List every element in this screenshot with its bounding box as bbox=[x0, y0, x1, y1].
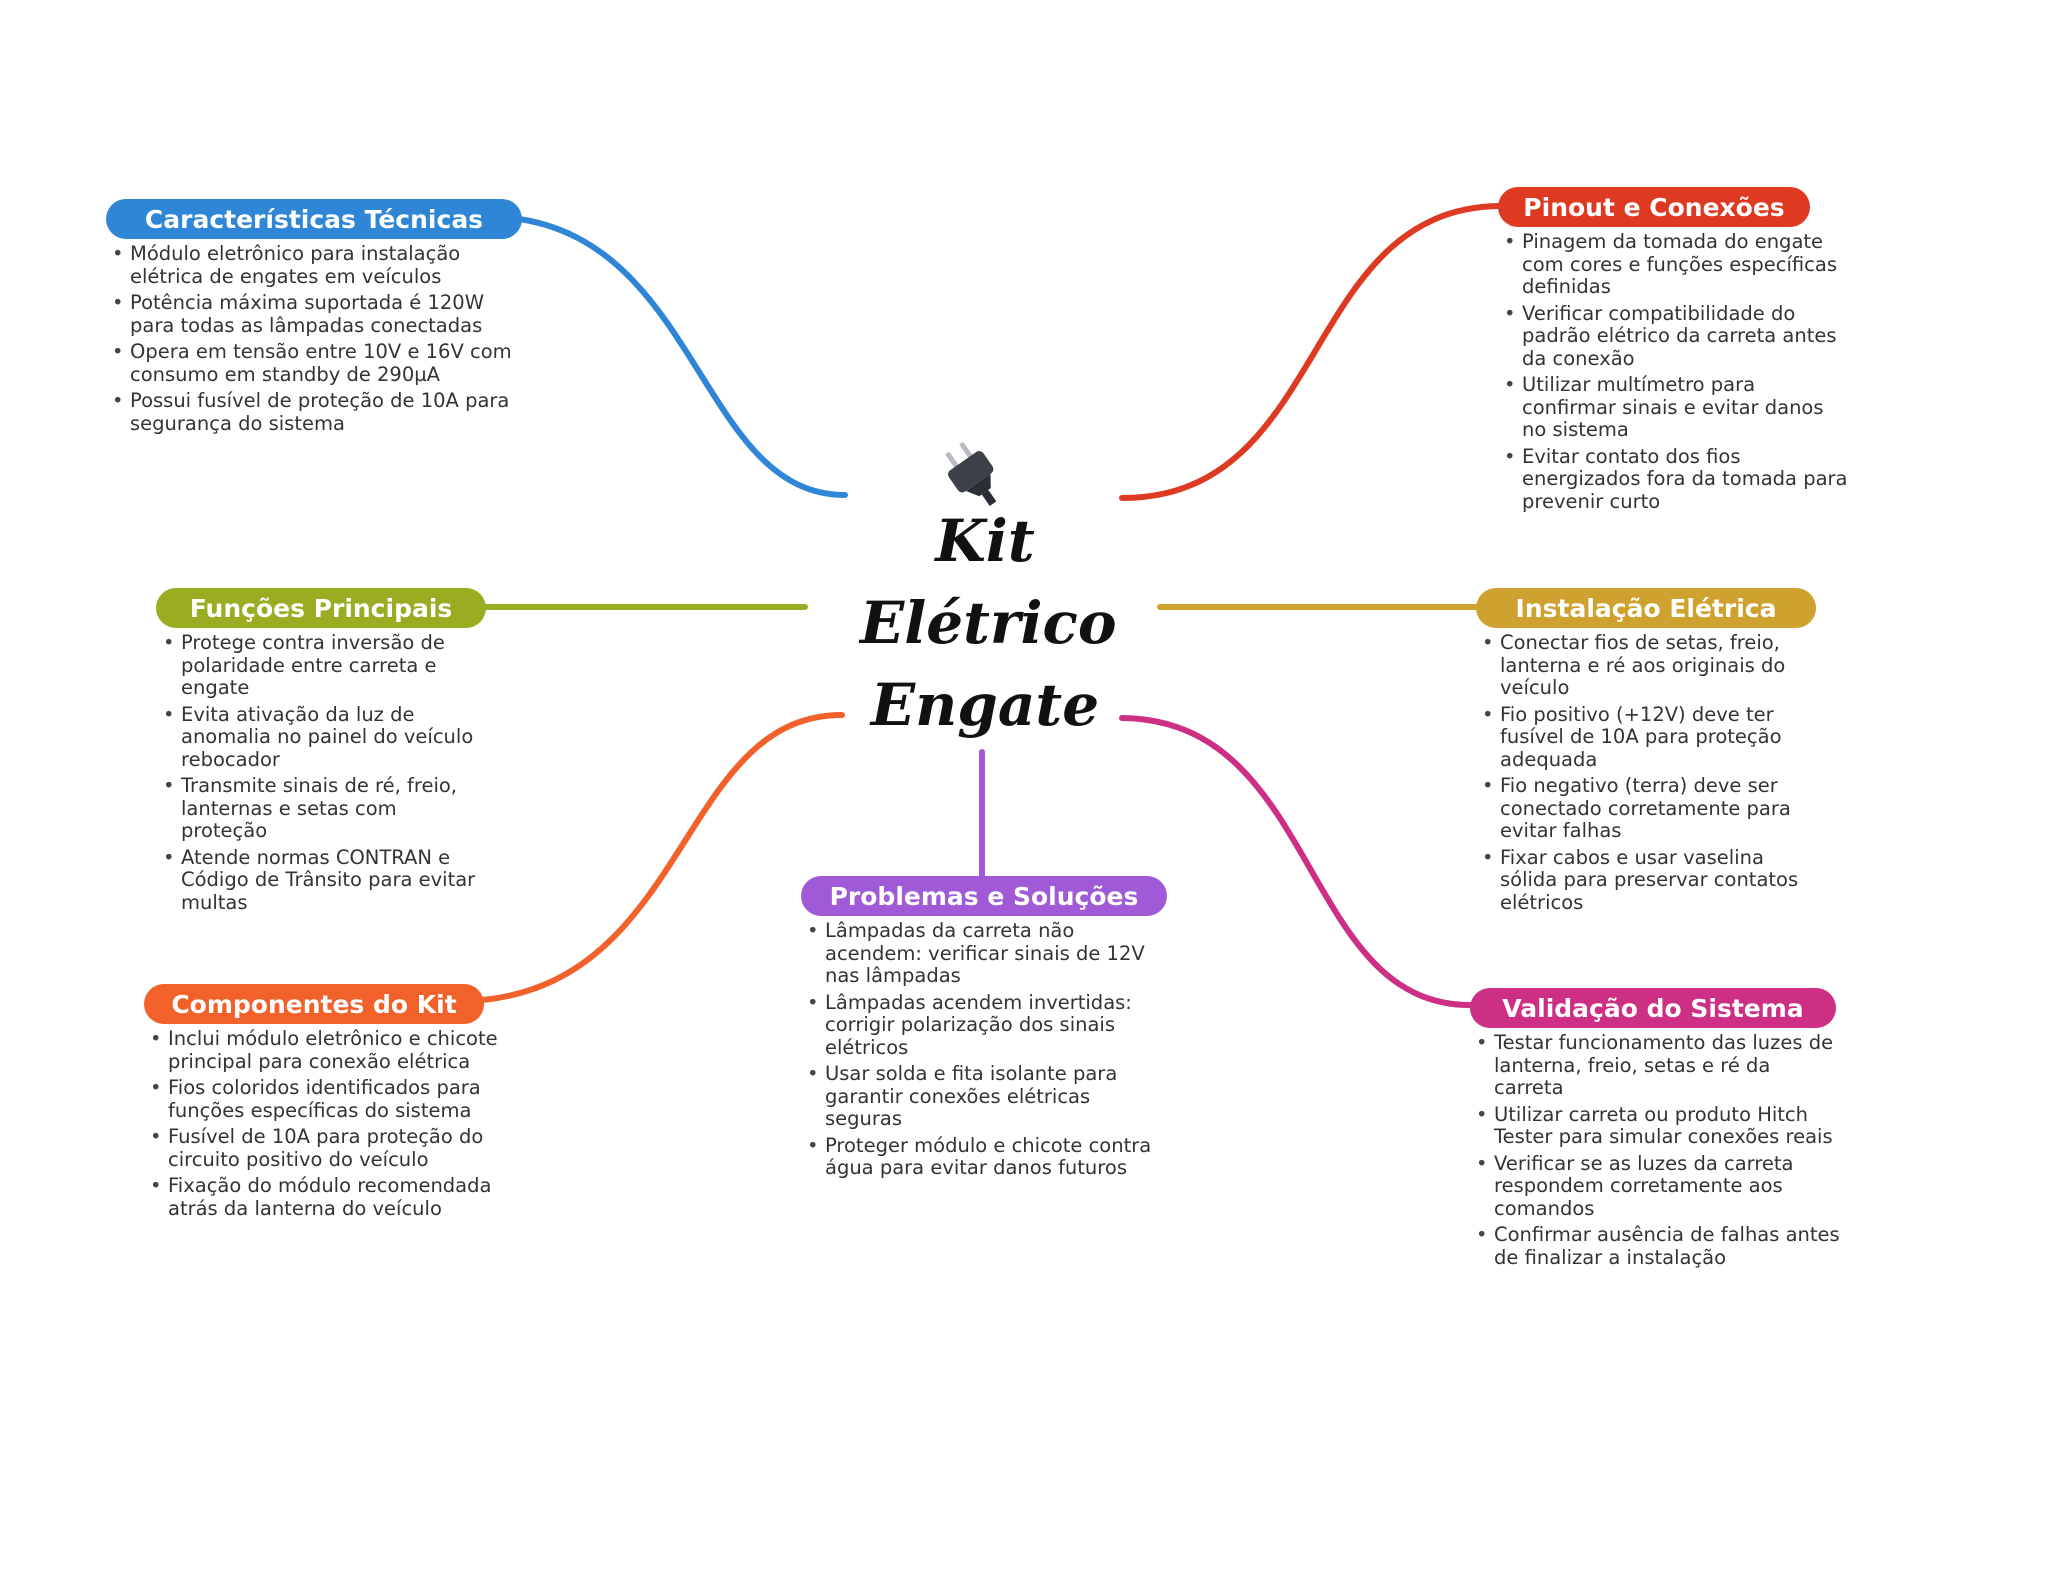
list-item: Fios coloridos identificados para funçõe… bbox=[144, 1076, 514, 1122]
list-item: Confirmar ausência de falhas antes de fi… bbox=[1470, 1223, 1840, 1269]
list-item: Transmite sinais de ré, freio, lanternas… bbox=[157, 774, 477, 843]
list-item: Conectar fios de setas, freio, lanterna … bbox=[1476, 631, 1826, 700]
node-title: Instalação Elétrica bbox=[1515, 593, 1777, 623]
list-item: Fixação do módulo recomendada atrás da l… bbox=[144, 1174, 514, 1220]
node-instalacao-eletrica[interactable]: Instalação Elétrica bbox=[1476, 588, 1816, 628]
list-item: Utilizar multímetro para confirmar sinai… bbox=[1498, 373, 1848, 442]
list-item: Fio negativo (terra) deve ser conectado … bbox=[1476, 774, 1826, 843]
node-pinout-e-conexoes[interactable]: Pinout e Conexões bbox=[1498, 187, 1810, 227]
central-title-line-1: Kit bbox=[935, 507, 1035, 575]
central-title-line-3: Engate bbox=[870, 671, 1100, 739]
list-item: Possui fusível de proteção de 10A para s… bbox=[106, 389, 526, 435]
list-item: Potência máxima suportada é 120W para to… bbox=[106, 291, 526, 337]
list-item: Evitar contato dos fios energizados fora… bbox=[1498, 445, 1848, 514]
list-item: Opera em tensão entre 10V e 16V com cons… bbox=[106, 340, 526, 386]
central-title-line-2: Elétrico bbox=[860, 589, 1117, 657]
connector-caracteristicas bbox=[509, 215, 848, 498]
connector-componentes bbox=[479, 712, 845, 1003]
list-item: Módulo eletrônico para instalação elétri… bbox=[106, 242, 526, 288]
node-componentes-do-kit[interactable]: Componentes do Kit bbox=[144, 984, 484, 1024]
node-funcoes-principais[interactable]: Funções Principais bbox=[156, 588, 486, 628]
node-problemas-e-solucoes[interactable]: Problemas e Soluções bbox=[801, 876, 1167, 916]
central-topic-title: Kit Elétrico Engate bbox=[860, 500, 1117, 746]
list-item: Lâmpadas acendem invertidas: corrigir po… bbox=[801, 991, 1161, 1060]
list-item: Testar funcionamento das luzes de lanter… bbox=[1470, 1031, 1840, 1100]
list-item: Verificar compatibilidade do padrão elét… bbox=[1498, 302, 1848, 371]
list-pinout-e-conexoes: Pinagem da tomada do engate com cores e … bbox=[1498, 230, 1848, 517]
connector-validacao bbox=[1119, 715, 1473, 1008]
list-item: Lâmpadas da carreta não acendem: verific… bbox=[801, 919, 1161, 988]
list-item: Pinagem da tomada do engate com cores e … bbox=[1498, 230, 1848, 299]
list-item: Evita ativação da luz de anomalia no pai… bbox=[157, 703, 477, 772]
connector-pinout bbox=[1119, 203, 1501, 501]
node-title: Componentes do Kit bbox=[171, 989, 457, 1019]
node-title: Problemas e Soluções bbox=[829, 881, 1139, 911]
list-item: Verificar se as luzes da carreta respond… bbox=[1470, 1152, 1840, 1221]
list-componentes-do-kit: Inclui módulo eletrônico e chicote princ… bbox=[144, 1027, 514, 1224]
node-title: Funções Principais bbox=[189, 593, 453, 623]
list-item: Fusível de 10A para proteção do circuito… bbox=[144, 1125, 514, 1171]
list-instalacao-eletrica: Conectar fios de setas, freio, lanterna … bbox=[1476, 631, 1826, 918]
list-item: Inclui módulo eletrônico e chicote princ… bbox=[144, 1027, 514, 1073]
list-item: Utilizar carreta ou produto Hitch Tester… bbox=[1470, 1103, 1840, 1149]
list-item: Fixar cabos e usar vaselina sólida para … bbox=[1476, 846, 1826, 915]
list-item: Atende normas CONTRAN e Código de Trânsi… bbox=[157, 846, 477, 915]
node-validacao-do-sistema[interactable]: Validação do Sistema bbox=[1470, 988, 1836, 1028]
electric-plug-icon bbox=[938, 440, 1008, 510]
list-caracteristicas-tecnicas: Módulo eletrônico para instalação elétri… bbox=[106, 242, 526, 439]
list-item: Fio positivo (+12V) deve ter fusível de … bbox=[1476, 703, 1826, 772]
list-problemas-e-solucoes: Lâmpadas da carreta não acendem: verific… bbox=[801, 919, 1161, 1184]
list-item: Protege contra inversão de polaridade en… bbox=[157, 631, 477, 700]
list-item: Usar solda e fita isolante para garantir… bbox=[801, 1062, 1161, 1131]
list-validacao-do-sistema: Testar funcionamento das luzes de lanter… bbox=[1470, 1031, 1840, 1273]
node-title: Validação do Sistema bbox=[1502, 993, 1804, 1023]
node-title: Pinout e Conexões bbox=[1523, 192, 1785, 222]
list-item: Proteger módulo e chicote contra água pa… bbox=[801, 1134, 1161, 1180]
list-funcoes-principais: Protege contra inversão de polaridade en… bbox=[157, 631, 477, 918]
node-caracteristicas-tecnicas[interactable]: Características Técnicas bbox=[106, 199, 522, 239]
node-title: Características Técnicas bbox=[144, 204, 484, 234]
